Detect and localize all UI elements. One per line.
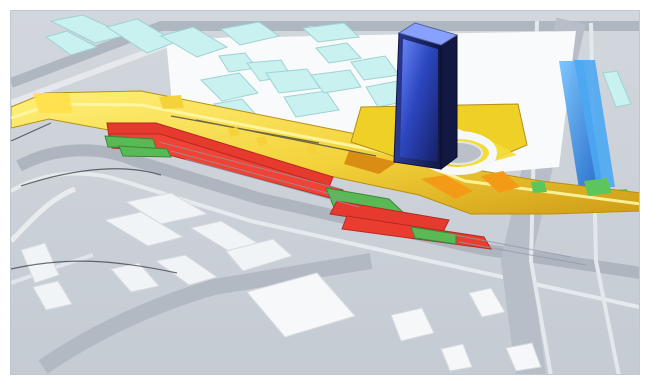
surrounding-buildings [44,14,632,124]
track-lines [158,141,587,266]
edge-lines [11,115,377,274]
rendering-svg [11,11,639,374]
lower-buildings [20,192,542,372]
station-platforms [104,122,492,250]
small-details [159,95,612,196]
urban-rendering [10,10,640,375]
glass-tower [393,22,459,170]
